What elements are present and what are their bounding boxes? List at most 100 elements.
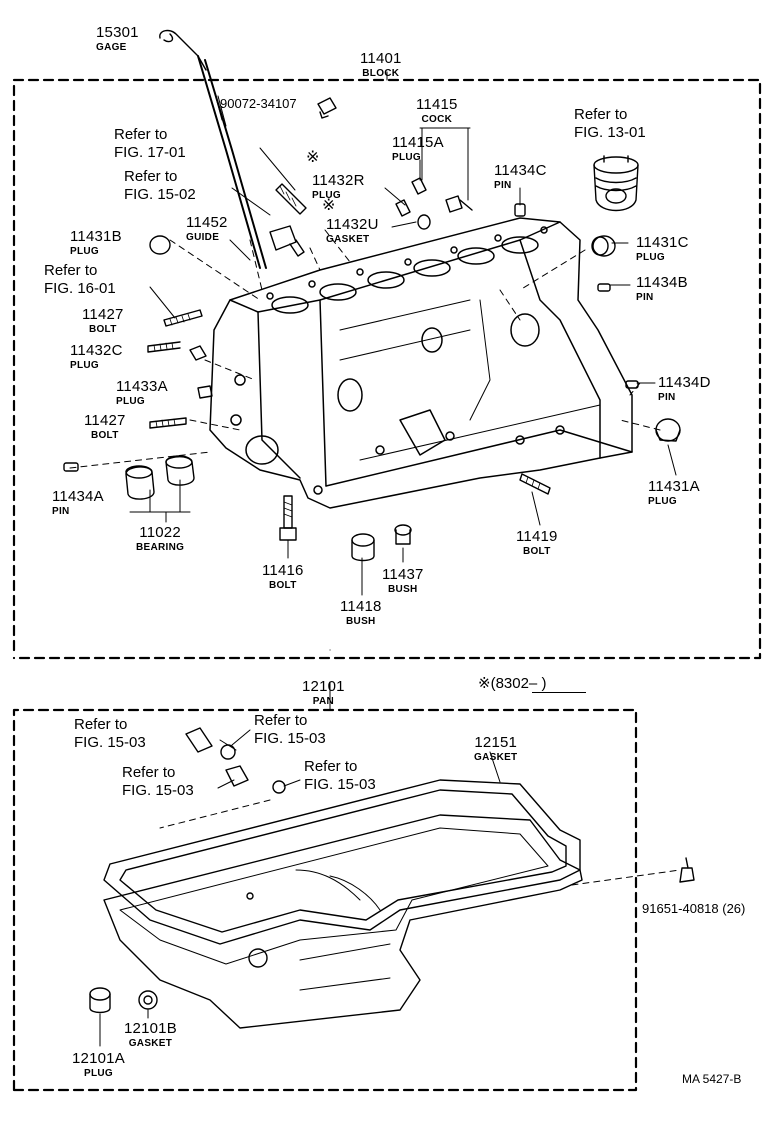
drain-cock: [395, 177, 473, 230]
star-mark-1: ※: [306, 149, 320, 166]
label-11432c: 11432C PLUG: [70, 342, 123, 371]
label-11452: 11452 GUIDE: [186, 214, 228, 243]
bush-11437: [394, 524, 412, 545]
ref-line2: FIG. 17-01: [114, 144, 186, 161]
ref-line2: FIG. 15-02: [124, 186, 196, 203]
part-name: PLUG: [116, 396, 145, 407]
part-name: GASKET: [474, 752, 518, 763]
part-number: 11418: [340, 598, 382, 615]
part-number: 11432U: [326, 216, 379, 233]
label-11401: 11401 BLOCK: [360, 50, 402, 79]
label-12101b: 12101B GASKET: [124, 1020, 177, 1049]
pin-11434b: [597, 283, 611, 292]
ref-fig-15-03-b: Refer to FIG. 15-03: [254, 712, 326, 748]
ref-fig-16-01: Refer to FIG. 16-01: [44, 262, 116, 298]
label-12101a: 12101A PLUG: [72, 1050, 125, 1079]
ref-line2: FIG. 15-03: [254, 730, 326, 747]
ref-fig-13-01: Refer to FIG. 13-01: [574, 106, 646, 142]
pin-11434c: [514, 203, 526, 217]
part-number: 11415: [416, 96, 458, 113]
part-number: 12101B: [124, 1020, 177, 1037]
label-11432r: 11432R PLUG: [312, 172, 365, 201]
ref-line1: Refer to: [122, 764, 176, 781]
bush-11418: [351, 533, 375, 562]
piston: [593, 155, 639, 212]
ref-line1: Refer to: [574, 106, 628, 123]
label-11437: 11437 BUSH: [382, 566, 424, 595]
part-number: 11432C: [70, 342, 123, 359]
ref-line1: Refer to: [304, 758, 358, 775]
ref-line1: Refer to: [254, 712, 308, 729]
part-number: 11431B: [70, 228, 122, 245]
label-11431c: 11431C PLUG: [636, 234, 689, 263]
part-name: PLUG: [83, 1068, 113, 1079]
label-11415a: 11415A PLUG: [392, 134, 444, 163]
part-number: 12101: [302, 678, 345, 695]
ref-line1: Refer to: [74, 716, 128, 733]
part-name: PAN: [312, 696, 334, 707]
part-name: PLUG: [70, 360, 99, 371]
ref-line2: FIG. 13-01: [574, 124, 646, 141]
bolt-11416: [279, 495, 297, 541]
ref-line2: FIG. 15-03: [74, 734, 146, 751]
part-number: 15301: [96, 24, 139, 41]
label-11419: 11419 BOLT: [516, 528, 558, 557]
part-number: 11427: [82, 306, 124, 323]
part-number: 11433A: [116, 378, 168, 395]
part-number: 11415A: [392, 134, 444, 151]
part-number: 11401: [360, 50, 402, 67]
ref-line2: FIG. 15-03: [304, 776, 376, 793]
label-12101: 12101 PAN: [302, 678, 345, 707]
stud-bolt-top: [275, 183, 307, 215]
stud-11419: [519, 473, 551, 495]
label-11434a: 11434A PIN: [52, 488, 104, 517]
part-name: PLUG: [392, 152, 421, 163]
part-number: 11431A: [648, 478, 700, 495]
ref-line1: Refer to: [124, 168, 178, 185]
part-name: PIN: [52, 506, 70, 517]
label-11022: 11022 BEARING: [136, 524, 184, 553]
part-name: BEARING: [136, 542, 185, 553]
label-12151: 12151 GASKET: [474, 734, 517, 763]
bolt-91651: [679, 857, 695, 883]
oil-pan-12101: [103, 814, 583, 1029]
date-range-note: ※(8302– ): [478, 675, 547, 692]
part-name: BUSH: [388, 584, 418, 595]
bearings-11022: [125, 455, 195, 500]
label-11432u: 11432U GASKET: [326, 216, 379, 245]
plug-11431b: [149, 235, 171, 255]
guide-fitting: [269, 225, 305, 257]
part-number: 11434D: [658, 374, 711, 391]
part-name: BOLT: [268, 580, 297, 591]
part-name: PLUG: [312, 190, 341, 201]
block-group-frame: [12, 78, 762, 660]
label-11434d: 11434D PIN: [658, 374, 711, 403]
part-name: GUIDE: [186, 232, 220, 243]
diagram-code: MA 5427-B: [682, 1072, 742, 1086]
part-name: PLUG: [648, 496, 677, 507]
label-11416: 11416 BOLT: [262, 562, 304, 591]
label-11434b: 11434B PIN: [636, 274, 688, 303]
ref-line2: FIG. 15-03: [122, 782, 194, 799]
label-11418: 11418 BUSH: [340, 598, 382, 627]
part-name: COCK: [421, 114, 453, 125]
part-number: 12101A: [72, 1050, 125, 1067]
part-number: 11419: [516, 528, 558, 545]
ref-line2: FIG. 16-01: [44, 280, 116, 297]
plug-11431a: [655, 418, 681, 442]
part-number: 11416: [262, 562, 304, 579]
bolt-11427-c: [147, 341, 181, 353]
part-number: 11022: [139, 524, 181, 541]
part-name: PLUG: [70, 246, 99, 257]
part-number: 11432R: [312, 172, 365, 189]
part-number: 11434B: [636, 274, 688, 291]
date-note-underline: [532, 692, 586, 693]
part-number: 11437: [382, 566, 424, 583]
label-11427-upper: 11427 BOLT: [82, 306, 124, 335]
plug-12101a: [89, 987, 111, 1014]
part-name: BOLT: [88, 324, 117, 335]
part-name: PLUG: [636, 252, 665, 263]
part-name: PIN: [636, 292, 654, 303]
